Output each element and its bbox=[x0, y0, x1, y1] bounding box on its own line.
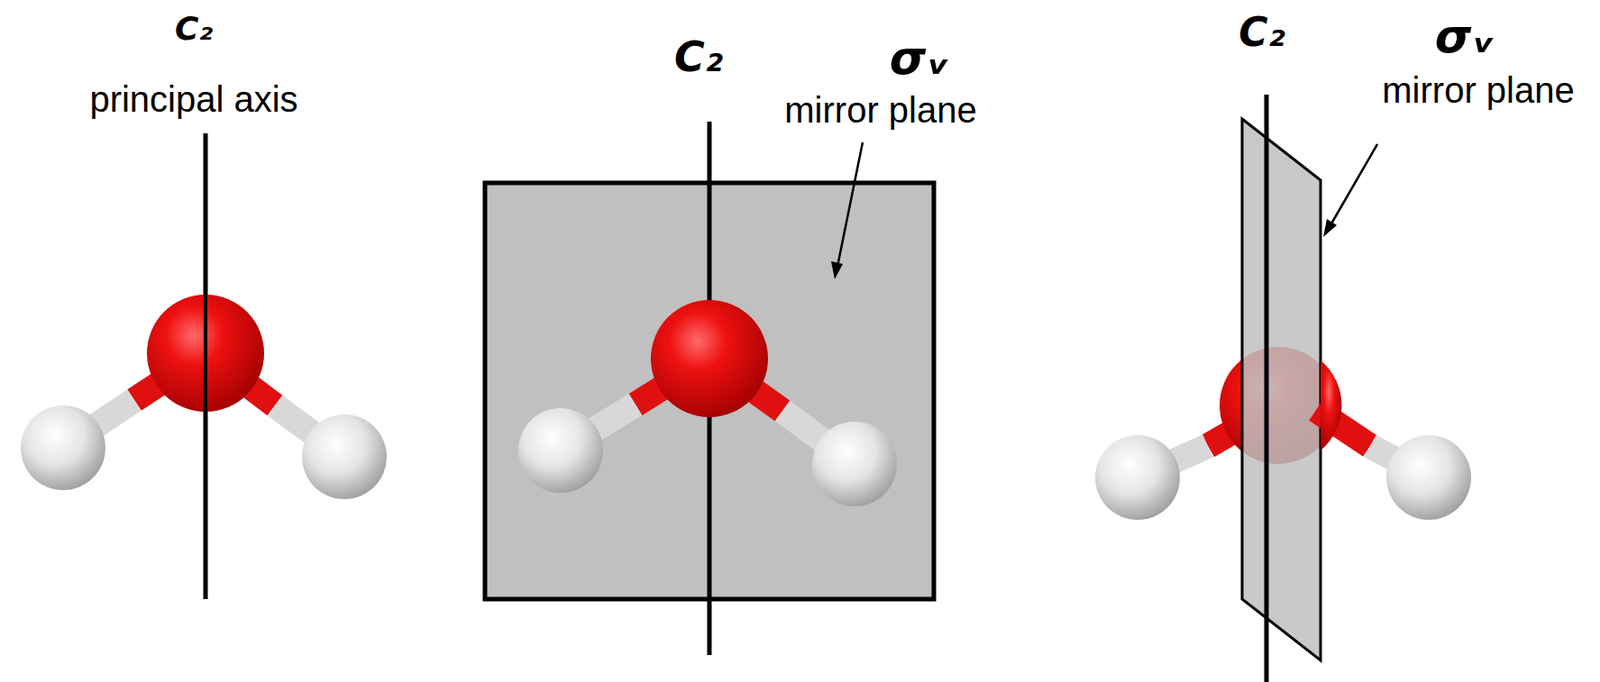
water-molecule bbox=[20, 133, 387, 600]
plane-caption: mirror plane bbox=[784, 91, 977, 128]
c2-axis bbox=[1264, 94, 1270, 682]
water-molecule-side-plane bbox=[1095, 94, 1472, 682]
axis-caption: principal axis bbox=[89, 81, 298, 118]
mirror-plane bbox=[1242, 118, 1321, 661]
leader-line bbox=[1330, 144, 1378, 226]
plane-symbol: σᵥ bbox=[1435, 12, 1496, 60]
water-molecule-with-plane bbox=[484, 121, 934, 656]
leader-line bbox=[837, 142, 863, 267]
axis-symbol: C₂ bbox=[674, 36, 723, 78]
plane-caption: mirror plane bbox=[1381, 72, 1574, 109]
axis-symbol: C₂ bbox=[174, 12, 213, 46]
plane-symbol: σᵥ bbox=[889, 34, 951, 82]
axis-symbol: C₂ bbox=[1238, 12, 1286, 53]
c2-axis bbox=[203, 133, 209, 600]
